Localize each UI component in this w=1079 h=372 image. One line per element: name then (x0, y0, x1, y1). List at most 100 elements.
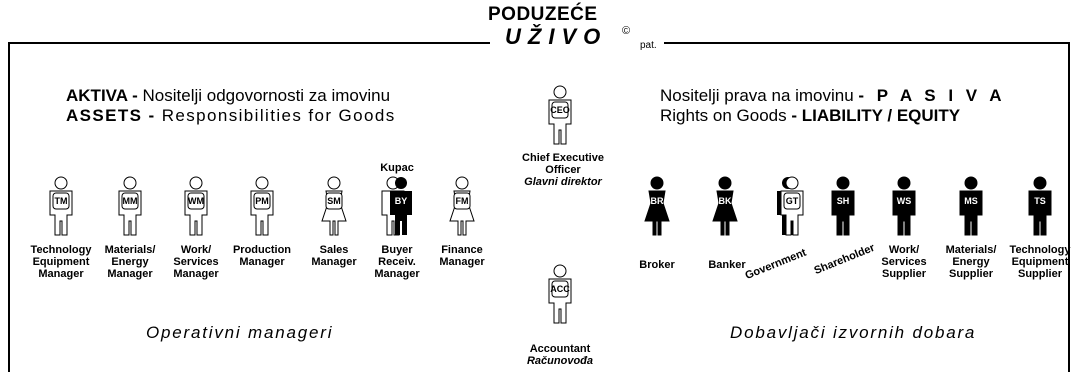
label-line: Buyer (381, 244, 413, 256)
figure-badge: ACC (550, 284, 570, 294)
figure-badge: WS (897, 196, 912, 206)
label-line: Services (881, 256, 927, 268)
accountant-title-hr: Računovođa (526, 355, 594, 367)
liability-header-en: Rights on Goods - LIABILITY / EQUITY (660, 106, 960, 126)
label-line: Services (173, 256, 219, 268)
label-line: Work/ (180, 244, 212, 256)
label-line: Materials/ (945, 244, 997, 256)
label-line: Technology (30, 244, 92, 256)
liability-text: Rights on Goods (660, 106, 792, 125)
label-line: Receiv. (378, 256, 416, 268)
copyright-mark: © (622, 25, 631, 37)
accountant-title-en: Accountant (529, 343, 591, 355)
label-line: Work/ (888, 244, 920, 256)
patent-mark: pat. (640, 40, 657, 51)
label-line: Technology (1009, 244, 1071, 256)
aktiva-text: Nositelji odgovornosti za imovinu (137, 86, 391, 105)
aktiva-word: AKTIVA - (66, 86, 138, 105)
label-line: Manager (38, 268, 84, 280)
label-line: Sales (319, 244, 349, 256)
label-line: Production (232, 244, 292, 256)
accountant-label: Accountant Računovođa (527, 343, 593, 367)
label-line: Energy (111, 256, 149, 268)
assets-header-hr: AKTIVA - Nositelji odgovornosti za imovi… (66, 86, 390, 106)
liability-word: - LIABILITY / EQUITY (791, 106, 961, 125)
label-line: Supplier (881, 268, 927, 280)
label-line: Manager (374, 268, 420, 280)
supplier-label-br: Broker (639, 259, 674, 271)
operational-managers-label: Operativni manageri (146, 323, 334, 342)
figure-badge: PM (255, 196, 269, 206)
label-line: Energy (952, 256, 990, 268)
label-line: Supplier (1017, 268, 1063, 280)
figure-badge: BK (719, 196, 732, 206)
assets-header-en: ASSETS - Responsibilities for Goods (66, 106, 396, 126)
label-line: Equipment (1011, 256, 1069, 268)
ceo-title-en-1: Chief Executive (522, 152, 604, 164)
frame-left (8, 42, 10, 372)
figure-badge: CEO (550, 105, 570, 115)
figure-badge: TM (55, 196, 68, 206)
label-line: Manager (439, 256, 485, 268)
figure-badge: SM (327, 196, 341, 206)
label-line: Supplier (948, 268, 993, 280)
assets-word: ASSETS - (66, 106, 156, 125)
ceo-title-en-2: Officer (545, 164, 581, 176)
label-line: Manager (311, 256, 357, 268)
buyer-top-label: Kupac (380, 162, 414, 174)
figure-badge: FM (456, 196, 469, 206)
figure-badge: BR (651, 196, 664, 206)
frame-top-left (8, 42, 490, 44)
figure-badge: WM (188, 196, 204, 206)
figure-badge: MM (123, 196, 138, 206)
label-line: Broker (639, 259, 675, 271)
suppliers-label: Dobavljači izvornih dobara (730, 323, 977, 342)
pasiva-word: - P A S I V A (858, 86, 1006, 105)
label-line: Materials/ (104, 244, 156, 256)
figure-badge: SH (837, 196, 850, 206)
figure-badge: GT (786, 196, 799, 206)
label-line: Manager (173, 268, 219, 280)
company-name: UŽIVO (505, 24, 608, 49)
label-line: Manager (239, 256, 285, 268)
supplier-label-bk: Banker (708, 259, 745, 271)
figure-badge: TS (1034, 196, 1046, 206)
assets-text: Responsibilities for Goods (155, 106, 396, 125)
frame-right (1068, 42, 1070, 372)
pasiva-text: Nositelji prava na imovinu (660, 86, 859, 105)
liability-header-hr: Nositelji prava na imovinu - P A S I V A (660, 86, 1006, 106)
ceo-title-hr: Glavni direktor (524, 176, 602, 188)
label-line: Kupac (380, 162, 414, 174)
company-title: PODUZEĆE (488, 4, 598, 25)
figure-badge: MS (964, 196, 978, 206)
label-line: Finance (441, 244, 483, 256)
ceo-label: Chief Executive Officer Glavni direktor (522, 152, 604, 188)
label-line: Equipment (32, 256, 90, 268)
label-line: Manager (107, 268, 153, 280)
